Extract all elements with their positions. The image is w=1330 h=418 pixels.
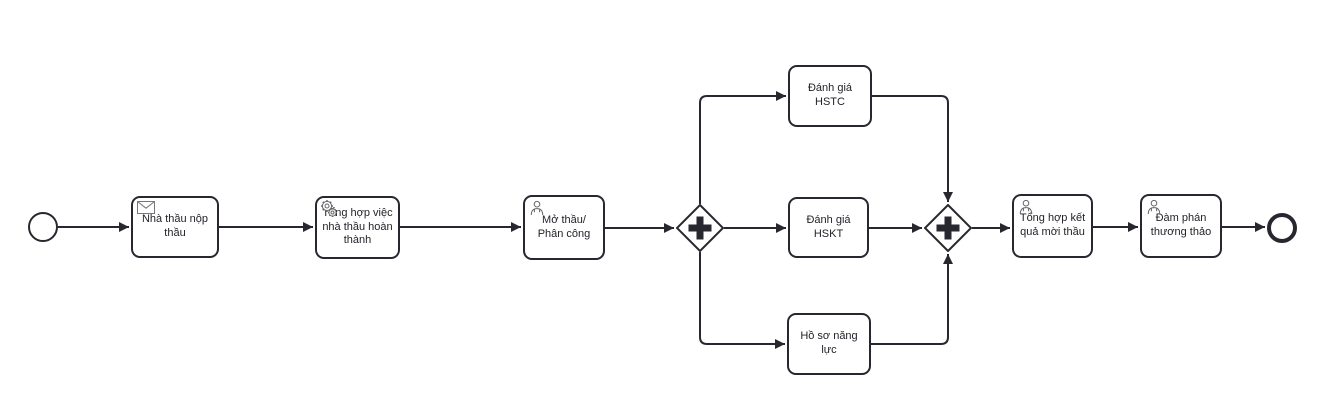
end-event[interactable] <box>1267 213 1297 243</box>
task-label: Đánh giá HSTC <box>807 82 853 108</box>
task-dam-phan[interactable]: Đàm phán thương thảo <box>1140 194 1222 258</box>
parallel-plus-icon <box>936 216 960 240</box>
task-label: Mở thầu/ Phân công <box>537 213 591 240</box>
message-icon <box>137 201 155 214</box>
flow-split-to-hoso <box>699 252 785 349</box>
flow-split-to-hstc <box>699 91 786 204</box>
user-icon <box>1019 199 1033 215</box>
flow-hoso-to-join <box>871 254 953 345</box>
parallel-gateway-split[interactable] <box>676 204 724 252</box>
task-danh-gia-hskt[interactable]: Đánh giá HSKT <box>788 197 869 258</box>
parallel-plus-icon <box>688 216 712 240</box>
flow-hstc-to-join <box>872 95 953 202</box>
task-ho-so-nang-luc[interactable]: Hồ sơ năng lực <box>787 313 871 375</box>
service-gears-icon <box>321 200 337 217</box>
task-label: Tổng hợp việc nhà thầu hoàn thành <box>322 206 393 247</box>
task-label: Nhà thầu nộp thầu <box>141 213 209 239</box>
parallel-gateway-join[interactable] <box>924 204 972 252</box>
user-icon <box>1147 199 1161 215</box>
task-mo-thau-phan-cong[interactable]: Mở thầu/ Phân công <box>523 195 605 260</box>
task-label: Tổng hợp kết quả mời thầu <box>1019 212 1086 238</box>
task-danh-gia-hstc[interactable]: Đánh giá HSTC <box>788 65 872 127</box>
task-tong-hop-viec[interactable]: Tổng hợp việc nhà thầu hoàn thành <box>315 196 400 259</box>
task-tong-hop-ket-qua[interactable]: Tổng hợp kết quả mời thầu <box>1012 194 1093 258</box>
task-label: Hồ sơ năng lực <box>800 330 858 356</box>
task-label: Đàm phán thương thảo <box>1150 212 1212 238</box>
start-event[interactable] <box>28 212 58 242</box>
task-nha-thau-nop-thau[interactable]: Nhà thầu nộp thầu <box>131 196 219 258</box>
task-label: Đánh giá HSKT <box>806 213 851 240</box>
user-icon <box>530 200 544 216</box>
